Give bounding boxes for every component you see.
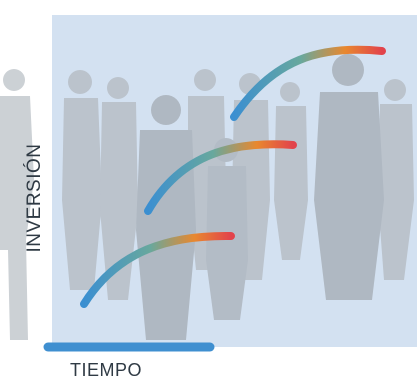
curve-2 (144, 140, 297, 215)
curve-3 (230, 45, 386, 121)
y-axis-label: INVERSIÓN (24, 143, 45, 253)
x-axis-label: TIEMPO (70, 360, 143, 380)
crowd-silhouette (0, 54, 414, 340)
curve-1 (80, 231, 235, 308)
